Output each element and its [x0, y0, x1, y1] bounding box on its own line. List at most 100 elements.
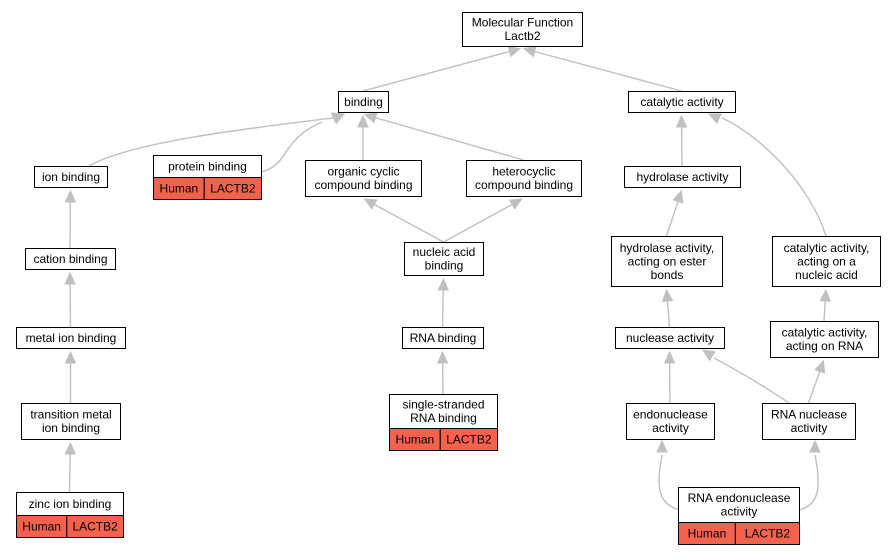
edge-nuclease-to-hydrolase-ester: [666, 299, 671, 328]
node-label-line: ion binding: [42, 170, 100, 184]
node-label-line: metal ion binding: [26, 331, 117, 345]
edge-catalytic-rna-to-catalytic-nucleic: [823, 299, 827, 322]
node-label-line: acting on ester: [628, 254, 707, 268]
node-box: [404, 242, 484, 276]
node-binding[interactable]: binding: [338, 91, 389, 113]
annotation-species: Human: [160, 182, 199, 196]
edge-rna-endonuclease-to-endonuclease: [658, 454, 681, 511]
edge-hydrolase-ester-to-hydrolase: [665, 200, 680, 237]
node-box: [772, 236, 881, 287]
annotation-gene: LACTB2: [446, 433, 492, 447]
node-label-line: catalytic activity,: [784, 241, 870, 255]
edge-protein-binding-to-binding: [260, 121, 323, 173]
node-label-line: ion binding: [42, 421, 100, 435]
edge-binding-to-root: [362, 50, 511, 92]
node-label-line: catalytic activity: [640, 95, 723, 109]
node-label-line: nuclease activity: [626, 331, 714, 345]
node-box: [770, 321, 879, 358]
node-label-line: hydrolase activity: [636, 170, 728, 184]
node-label-line: acting on RNA: [786, 339, 863, 353]
arrowhead-protein-binding-to-binding: [331, 113, 346, 125]
arrowhead-rna-endonuclease-to-rna-nuclease: [809, 439, 821, 453]
arrowhead-zinc-ion-to-transition-metal: [64, 441, 77, 455]
node-catalytic-rna[interactable]: catalytic activity,acting on RNA: [770, 321, 879, 358]
node-label-line: single-stranded: [402, 398, 484, 412]
node-label-line: binding: [425, 259, 464, 273]
node-box: [402, 327, 484, 349]
annotation-species: Human: [396, 433, 435, 447]
node-metal-ion[interactable]: metal ion binding: [16, 327, 126, 349]
arrowhead-endonuclease-to-nuclease: [663, 350, 676, 364]
node-label-line: acting on a: [797, 254, 856, 268]
node-label-line: bonds: [651, 268, 684, 282]
node-label-line: compound binding: [475, 178, 573, 192]
edge-catalytic-nucleic-to-catalytic: [721, 117, 827, 237]
edge-zinc-ion-to-transition-metal: [68, 452, 71, 493]
arrowhead-rna-nuclease-to-nuclease: [701, 349, 716, 362]
node-label-line: binding: [344, 95, 383, 109]
annotation-gene-cell: [203, 177, 262, 200]
annotation-gene: LACTB2: [72, 520, 118, 534]
node-label-line: RNA endonuclease: [688, 491, 791, 505]
arrowhead-transition-metal-to-metal-ion: [64, 350, 77, 364]
node-label-line: compound binding: [314, 178, 412, 192]
arrowhead-nucleic-acid-binding-to-organic-cyclic: [363, 198, 378, 210]
node-cation-binding[interactable]: cation binding: [25, 248, 116, 270]
annotation-gene-cell: [734, 522, 800, 545]
edge-rna-nuclease-to-nuclease: [713, 357, 790, 404]
edge-rna-binding-to-nucleic-acid-binding: [441, 288, 444, 328]
node-label-line: endonuclease: [633, 408, 708, 422]
edge-rna-endonuclease-to-rna-nuclease: [798, 454, 819, 511]
arrowhead-nuclease-to-hydrolase-ester: [661, 288, 674, 302]
node-label-line: activity: [721, 505, 758, 519]
node-box: [626, 403, 715, 440]
node-box: [305, 160, 422, 197]
node-label-line: organic cyclic: [327, 165, 399, 179]
node-nuclease[interactable]: nuclease activity: [615, 327, 725, 349]
node-label-line: nucleic acid: [795, 268, 858, 282]
edge-ion-binding-to-binding: [88, 117, 334, 167]
node-label-line: RNA nuclease: [771, 408, 847, 422]
node-box: [611, 236, 723, 287]
node-catalytic[interactable]: catalytic activity: [628, 91, 736, 113]
arrowhead-catalytic-rna-to-catalytic-nucleic: [819, 288, 831, 302]
edge-nucleic-acid-binding-to-heterocyclic: [443, 203, 514, 243]
node-box: [466, 160, 582, 197]
node-box: [762, 403, 856, 440]
node-rna-binding[interactable]: RNA binding: [402, 327, 484, 349]
node-label-line: activity: [652, 421, 689, 435]
annotation-species: Human: [22, 520, 61, 534]
edge-catalytic-to-root: [533, 50, 682, 92]
annotation-gene: LACTB2: [745, 527, 791, 541]
arrowhead-ssrna-binding-to-rna-binding: [436, 350, 449, 364]
node-label-line: heterocyclic: [492, 165, 555, 179]
arrowhead-metal-ion-to-cation-binding: [64, 271, 76, 285]
node-ion-binding[interactable]: ion binding: [34, 166, 108, 188]
node-label-line: Molecular Function: [472, 16, 573, 30]
edge-rna-nuclease-to-catalytic-rna: [807, 370, 821, 404]
arrowhead-rna-binding-to-nucleic-acid-binding: [437, 277, 450, 291]
node-box: [25, 248, 116, 270]
arrowhead-rna-endonuclease-to-endonuclease: [656, 439, 668, 453]
node-box: [34, 166, 108, 188]
node-hydrolase[interactable]: hydrolase activity: [624, 166, 741, 188]
arrowhead-hydrolase-ester-to-hydrolase: [672, 189, 684, 204]
edge-heterocyclic-to-binding: [374, 116, 524, 161]
node-label-line: activity: [791, 421, 828, 435]
edges-layer: [64, 46, 831, 511]
arrowhead-binding-to-root: [507, 46, 522, 58]
